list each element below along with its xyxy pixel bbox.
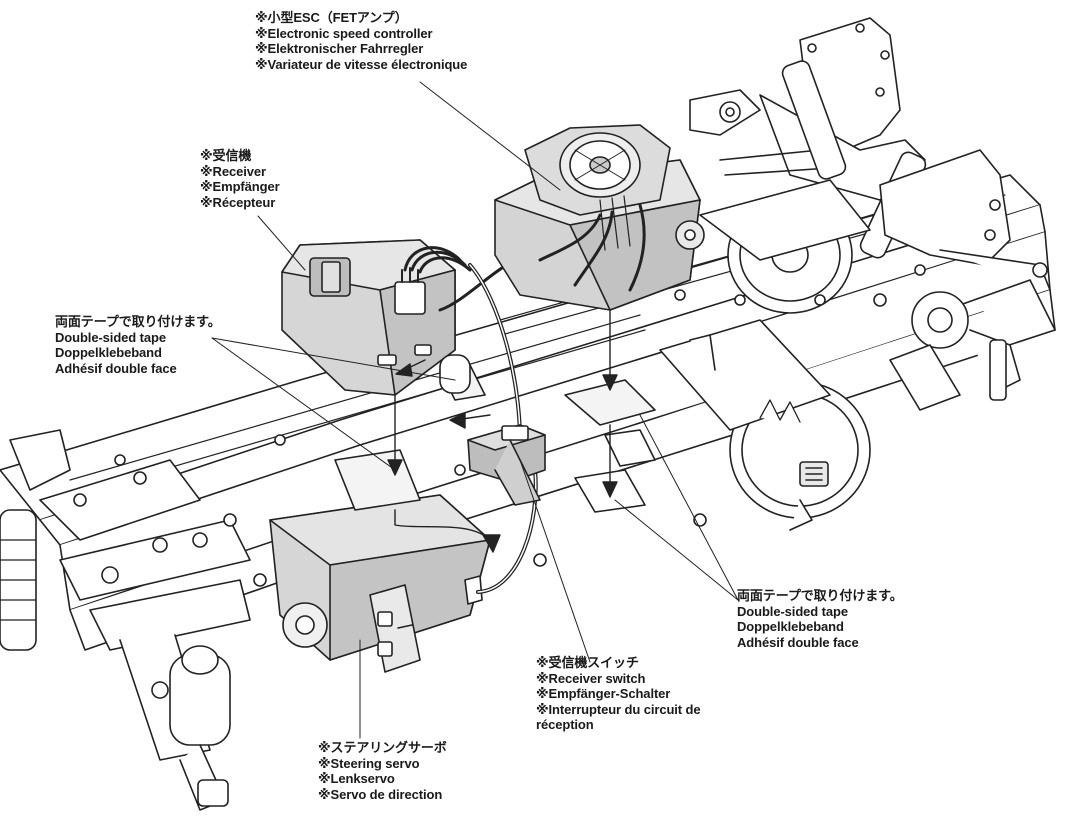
front-suspension — [0, 429, 251, 811]
spur-gear — [699, 179, 871, 314]
callout-receiver-line: ※受信機 — [200, 148, 252, 163]
esc-wires — [538, 203, 646, 292]
rear-hub — [889, 291, 1021, 411]
callout-esc-line: ※小型ESC（FETアンプ） — [255, 10, 408, 25]
callout-tape-right-line: Double-sided tape — [737, 603, 848, 619]
callout-receiver: ※受信機 ※Receiver ※Empfänger ※Récepteur — [200, 148, 280, 210]
callout-steering-servo-line: ※Lenkservo — [318, 771, 395, 786]
callout-tape-left-line: Adhésif double face — [55, 360, 177, 376]
callout-receiver-line: ※Receiver — [200, 163, 266, 179]
callout-steering-servo-line: ※Steering servo — [318, 755, 420, 771]
callout-esc: ※小型ESC（FETアンプ） ※Electronic speed control… — [255, 10, 467, 72]
motor — [659, 319, 871, 531]
callout-receiver-switch-line: ※受信機スイッチ — [536, 655, 639, 670]
callout-tape-right-line: Doppelklebeband — [737, 619, 844, 634]
callout-receiver-line: ※Empfänger — [200, 179, 280, 194]
callout-receiver-switch-line: ※Interrupteur du circuit de — [536, 701, 701, 717]
callout-steering-servo-line: ※Servo de direction — [318, 786, 443, 802]
callout-esc-line: ※Variateur de vitesse électronique — [255, 56, 468, 72]
assembly-arrows — [387, 309, 618, 553]
receiver-switch-unit — [467, 424, 546, 506]
receiver-unit — [281, 239, 456, 396]
callout-tape-right-line: Adhésif double face — [737, 634, 859, 650]
callout-esc-line: ※Elektronischer Fahrregler — [255, 41, 424, 56]
leader-lines — [211, 81, 739, 739]
callout-receiver-line: ※Récepteur — [200, 194, 276, 210]
callout-receiver-switch-line: ※Empfänger-Schalter — [536, 686, 671, 701]
callout-receiver-switch-line: ※Receiver switch — [536, 670, 646, 686]
callout-tape-left-line: Doppelklebeband — [55, 345, 162, 360]
callout-tape-left-line: 両面テープで取り付けます。 — [55, 314, 221, 329]
callout-receiver-switch-line: réception — [536, 717, 594, 732]
callout-receiver-switch: ※受信機スイッチ ※Receiver switch ※Empfänger-Sch… — [536, 655, 701, 733]
esc-unit — [494, 124, 705, 311]
callout-tape-right-line: 両面テープで取り付けます。 — [737, 588, 903, 603]
callout-steering-servo: ※ステアリングサーボ ※Steering servo ※Lenkservo ※S… — [318, 740, 447, 802]
callout-steering-servo-line: ※ステアリングサーボ — [318, 740, 447, 755]
rear-shocks — [781, 60, 1056, 331]
steering-servo — [269, 494, 491, 673]
callout-esc-line: ※Electronic speed controller — [255, 25, 433, 41]
callout-tape-left: 両面テープで取り付けます。 Double-sided tape Doppelkl… — [55, 314, 221, 376]
chassis-screws — [114, 264, 926, 587]
callout-tape-left-line: Double-sided tape — [55, 329, 166, 345]
callout-tape-right: 両面テープで取り付けます。 Double-sided tape Doppelkl… — [737, 588, 903, 650]
